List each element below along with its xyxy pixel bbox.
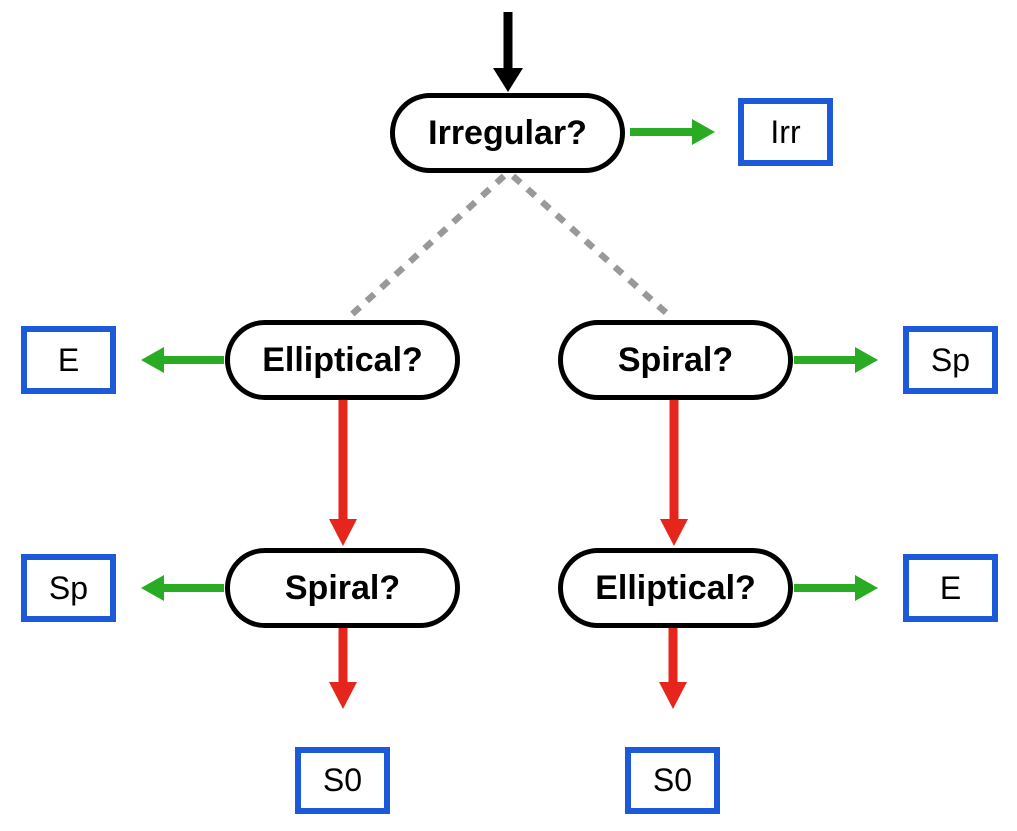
result-box-label: S0 xyxy=(652,762,693,798)
no-arrow-left-mid-head xyxy=(329,519,357,546)
no-arrow-left-low-head xyxy=(329,682,357,709)
decision-node-label: Spiral? xyxy=(617,340,734,379)
result-box-e-right: E xyxy=(903,554,998,622)
result-box-label: Irr xyxy=(770,113,801,150)
result-box-s0-right: S0 xyxy=(625,747,720,814)
yes-arrow-sp-right-head xyxy=(855,347,878,373)
branch-dash-left xyxy=(345,173,507,321)
decision-node-elliptical-left: Elliptical? xyxy=(225,320,460,400)
decision-node-label: Irregular? xyxy=(428,113,587,152)
decision-node-spiral-right: Spiral? xyxy=(558,320,793,400)
decision-node-label: Elliptical? xyxy=(262,340,423,379)
result-box-s0-left: S0 xyxy=(295,747,390,814)
result-box-irr: Irr xyxy=(738,98,833,166)
entry-arrow-head xyxy=(493,68,523,92)
branch-dash-right xyxy=(510,173,675,321)
result-box-e-left: E xyxy=(21,326,116,394)
result-box-label: Sp xyxy=(930,341,971,378)
result-box-label: E xyxy=(939,569,962,606)
yes-arrow-e-right-head xyxy=(855,575,878,601)
yes-arrow-irr-head xyxy=(692,119,715,145)
result-box-label: Sp xyxy=(48,569,89,606)
result-box-label: S0 xyxy=(322,762,363,798)
yes-arrow-sp-left-head xyxy=(141,575,164,601)
result-box-sp-left: Sp xyxy=(21,554,116,622)
decision-node-label: Elliptical? xyxy=(595,568,756,607)
no-arrow-right-mid-head xyxy=(660,519,688,546)
yes-arrow-e-left-head xyxy=(141,347,164,373)
decision-node-elliptical-right: Elliptical? xyxy=(558,548,793,628)
result-box-sp-right: Sp xyxy=(903,326,998,394)
decision-node-irregular: Irregular? xyxy=(390,93,625,173)
result-box-label: E xyxy=(57,341,80,378)
decision-node-spiral-left: Spiral? xyxy=(225,548,460,628)
no-arrow-right-low-head xyxy=(659,682,687,709)
decision-node-label: Spiral? xyxy=(284,568,401,607)
